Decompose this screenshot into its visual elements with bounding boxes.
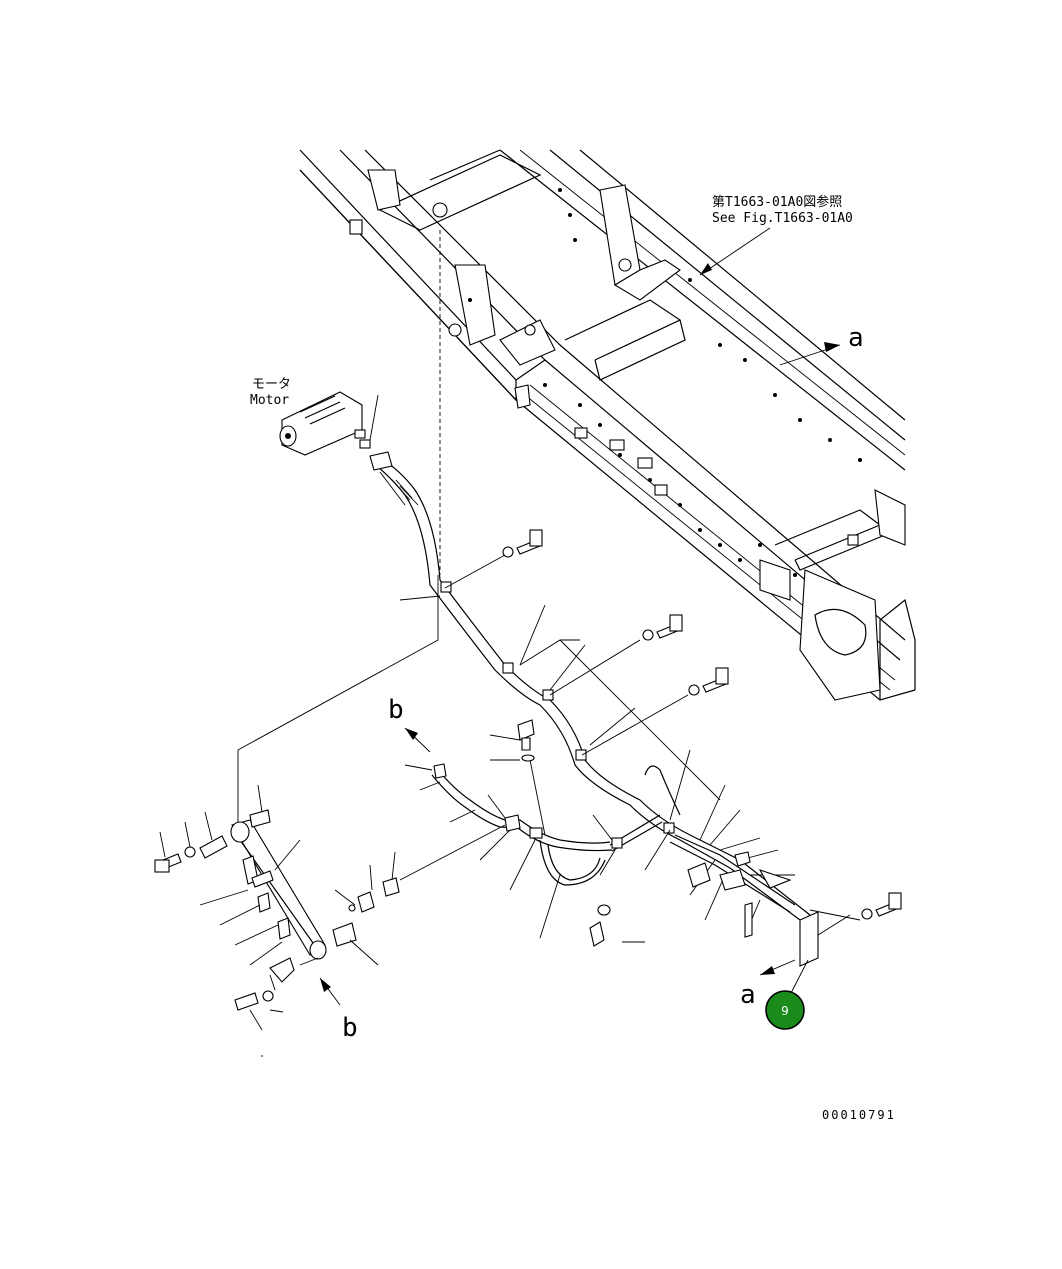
clamp-bolt-2 — [549, 614, 683, 696]
reference-leader — [699, 227, 771, 276]
frame-nuts — [349, 219, 859, 546]
hose-secondary — [431, 769, 663, 886]
callout-badge[interactable]: 9 — [765, 990, 805, 1030]
clamp-bolt-4 — [809, 892, 902, 921]
motor-label-japanese: モータ — [252, 377, 291, 392]
callout-badge-circle — [765, 990, 805, 1030]
frame-assembly — [299, 149, 916, 701]
end-bracket — [687, 851, 819, 996]
reference-note-japanese: 第T1663-01A0図参照 — [712, 194, 842, 210]
clamp-bolt-3 — [581, 667, 729, 756]
motor-label-english: Motor — [250, 393, 289, 408]
reference-note-english: See Fig.T1663-01A0 — [712, 211, 853, 226]
view-marker-a-bottom: a — [740, 980, 756, 1010]
motor-assembly: モータ Motor — [250, 377, 371, 456]
clamp-bolt-1 — [444, 529, 543, 589]
callout-badge-number: 9 — [781, 1004, 789, 1018]
leader-lines-cylinder — [159, 784, 396, 1057]
view-marker-a-top: a — [848, 323, 864, 353]
view-marker-b-top: b — [388, 695, 404, 725]
bolt-stack-b — [517, 719, 645, 947]
hose-end-fitting — [369, 451, 393, 471]
drawing-number: 00010791 — [822, 1108, 896, 1122]
frame-holes — [468, 188, 862, 577]
view-marker-b-bottom: b — [342, 1013, 358, 1043]
leader-lines-secondary — [404, 734, 616, 939]
cylinder-assembly — [154, 809, 400, 1011]
reference-note: 第T1663-01A0図参照 See Fig.T1663-01A0 — [712, 194, 853, 226]
